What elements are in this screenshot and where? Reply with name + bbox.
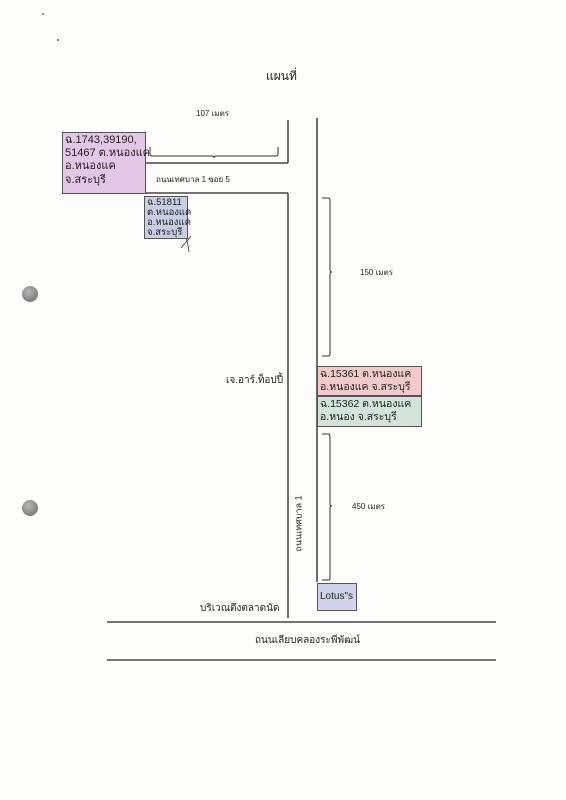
brace-450 [322,433,333,581]
parcel-line: 51467 ต.หนองแค [65,147,151,160]
parcel-line: อ.หนอง จ.สระบุรี [320,410,397,423]
distance-107-label: 107 เมตร [196,109,230,118]
parcel-line: จ.สระบุรี [65,173,106,186]
parcel-51811: ฉ.51811 ต.หนองแค อ.หนองแค จ.สระบุรี [144,196,192,239]
road-soi-label: ถนนเทศบาล 1 ซอย 5 [156,175,230,184]
speck [57,39,59,41]
parcel-1743-39190-51467: ฉ.1743,39190, 51467 ต.หนองแค อ.หนองแค จ.… [62,132,151,194]
parcel-line: ต.หนองแค [147,206,192,218]
parcel-line: จ.สระบุรี [147,226,183,238]
brace-107 [149,147,279,159]
road-bottom-label: ถนนเลียบคลองระพีพัฒน์ [255,635,360,646]
speck [42,13,44,15]
parcel-15362: ฉ.15362 ต.หนองแค อ.หนอง จ.สระบุรี [317,396,422,427]
parcel-line: อ.หนองแค [147,216,191,228]
parcel-line: ฉ.15361 ต.หนองแค [320,368,412,380]
road-1-label: ถนนเทศบาล 1 [293,495,304,552]
parcel-line: ฉ.51811 [147,197,182,208]
map-title: แผนที่ [266,69,297,83]
parcel-line: อ.หนองแค จ.สระบุรี [320,380,411,393]
punch-hole-top [22,286,38,302]
distance-450-label: 450 เมตร [352,502,386,511]
jr-topup-label: เจ.อาร์.ท็อปปี้ [226,375,284,386]
punch-hole-bottom [22,500,38,516]
brace-150 [322,197,333,357]
distance-150-label: 150 เมตร [360,268,394,277]
parcel-line: ฉ.1743,39190, [65,134,137,146]
parcel-line: อ.หนองแค [65,160,116,173]
market-label: บริเวณตึงตลาดนัด [200,603,280,614]
parcel-line: ฉ.15362 ต.หนองแค [320,398,412,410]
lotus-store: Lotus"s [317,583,357,611]
parcel-15361: ฉ.15361 ต.หนองแค อ.หนองแค จ.สระบุรี [317,366,422,396]
lotus-label: Lotus"s [320,591,354,602]
